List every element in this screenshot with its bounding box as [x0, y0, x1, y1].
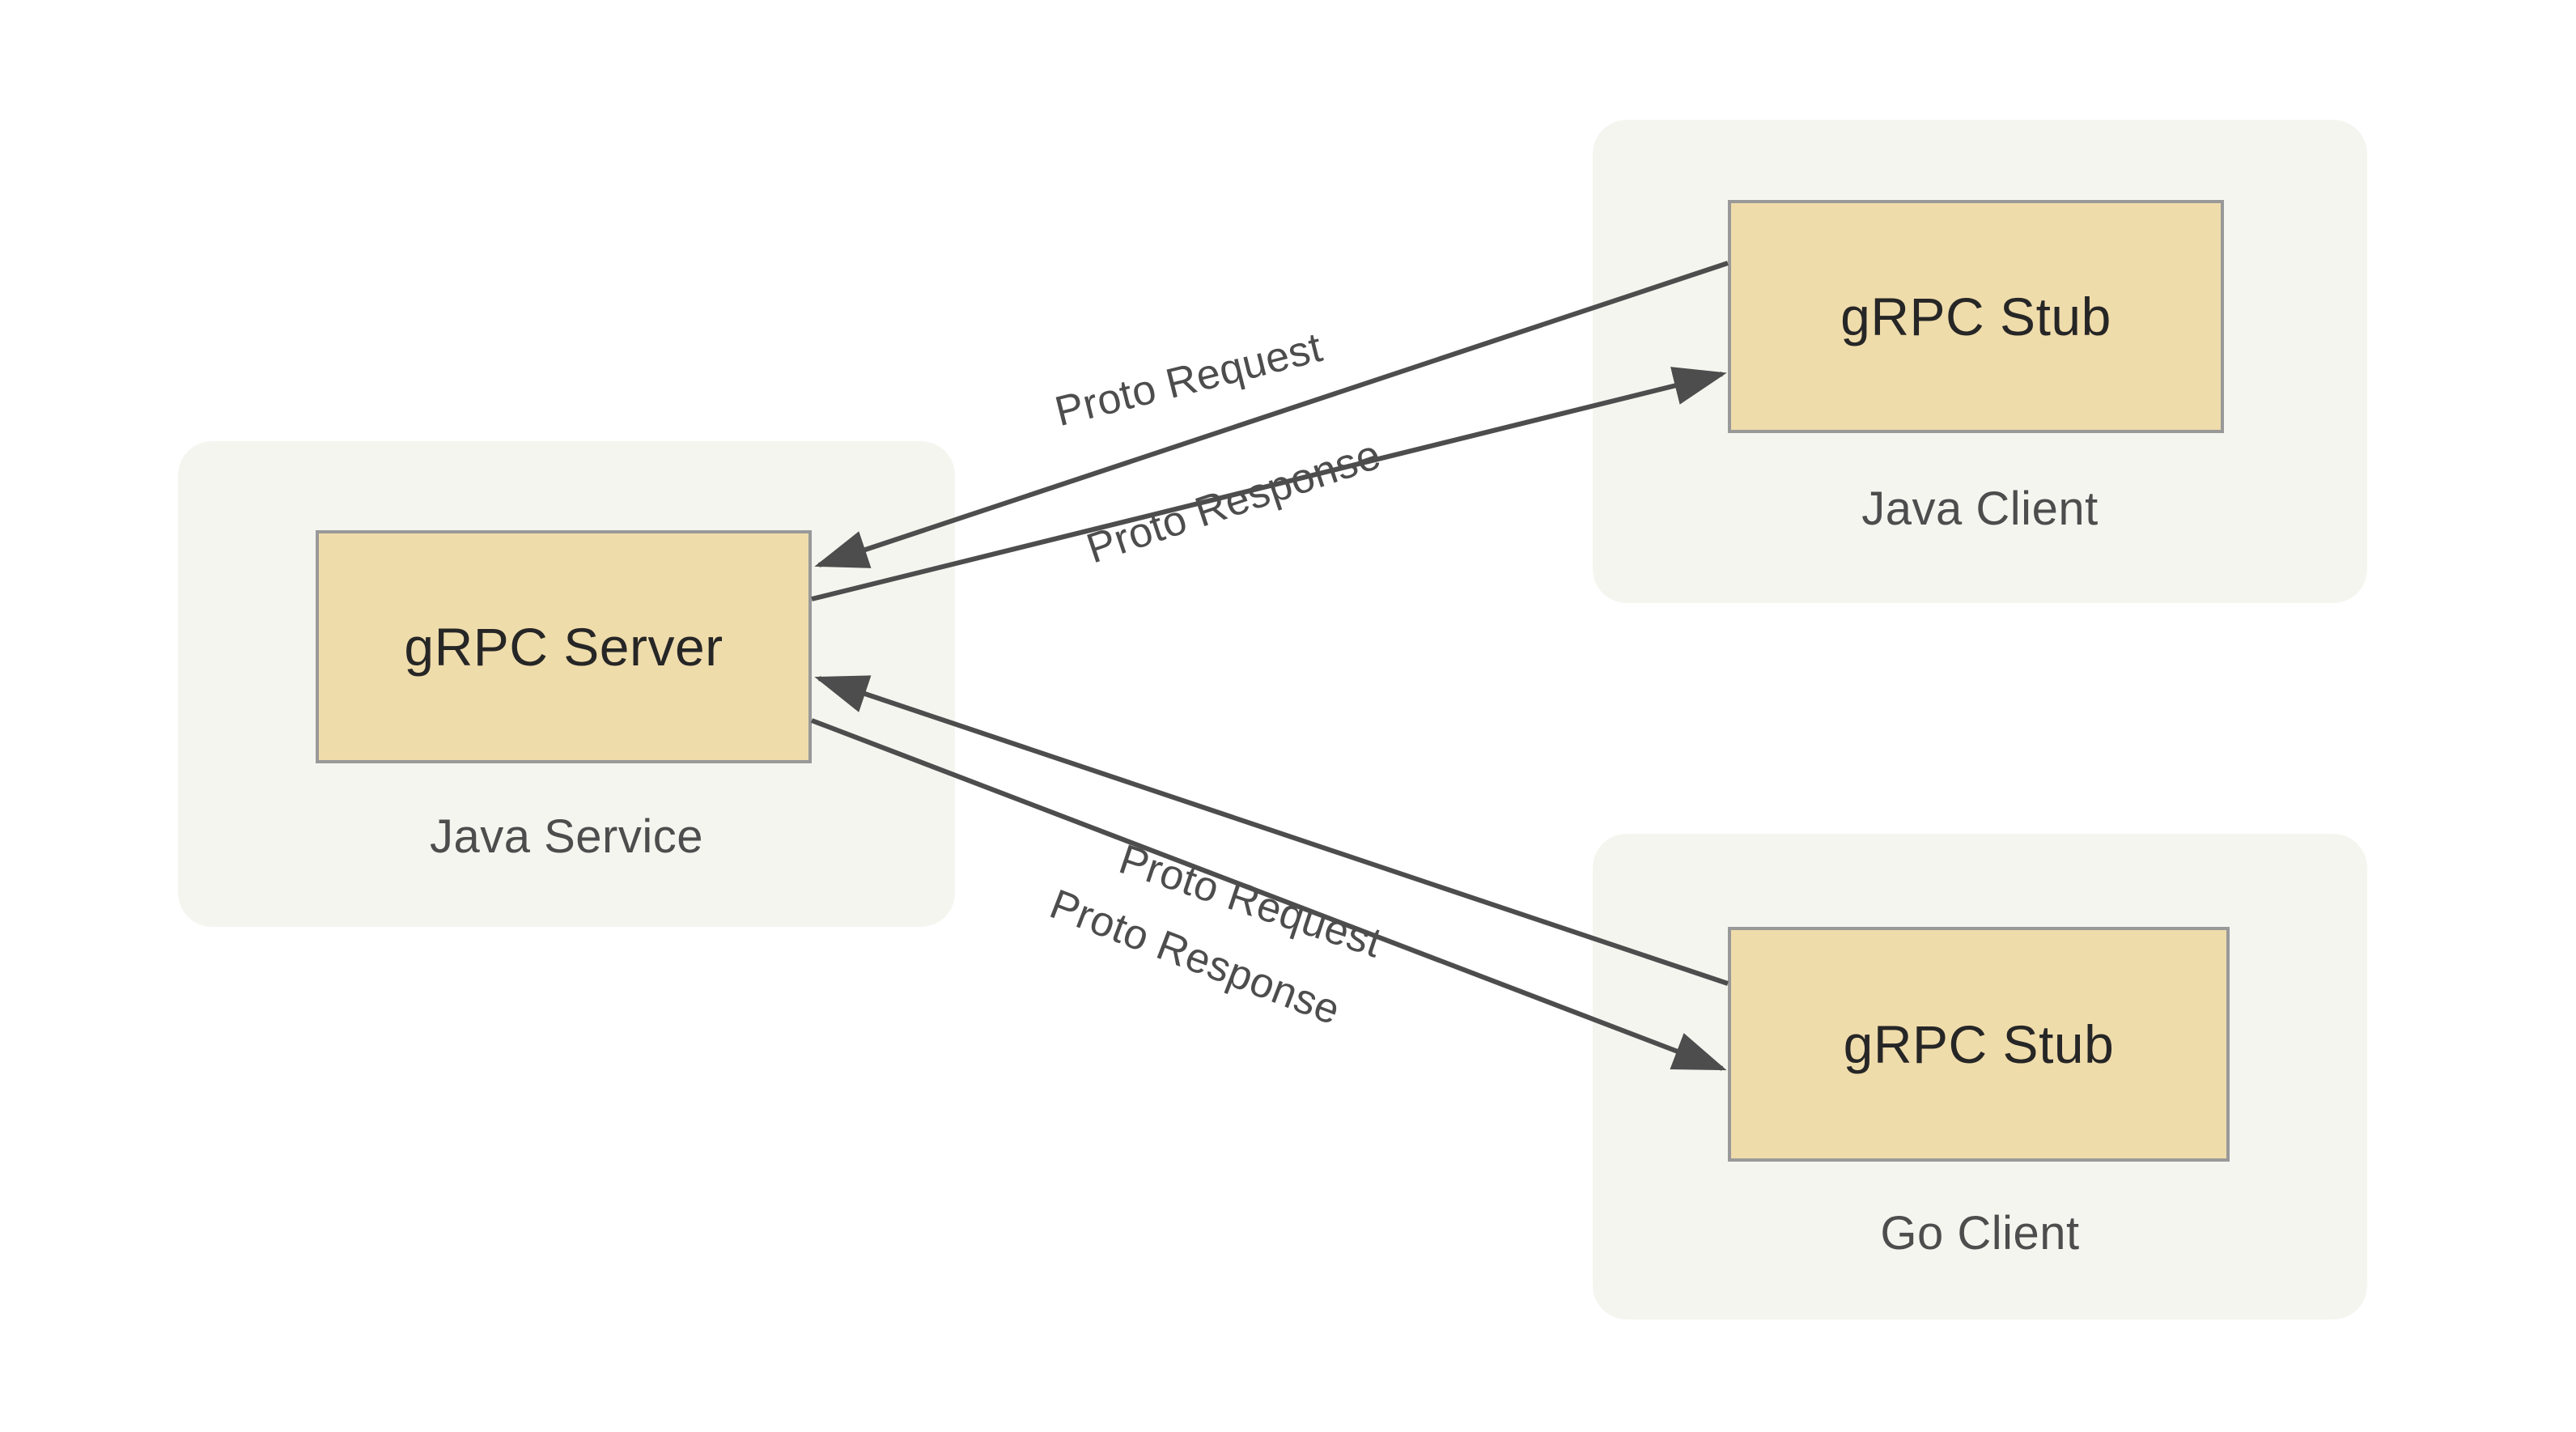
node-grpc-stub-java-label: gRPC Stub: [1840, 287, 2111, 346]
edge-label-java-request: Proto Request: [1050, 324, 1327, 436]
node-grpc-stub-java[interactable]: gRPC Stub: [1728, 200, 2224, 433]
group-java-service-label: Java Service: [429, 810, 704, 863]
node-grpc-server[interactable]: gRPC Server: [316, 530, 812, 763]
edge-java-response-line: [814, 261, 1729, 568]
edge-label-java-response: Proto Response: [1080, 431, 1387, 573]
node-grpc-server-label: gRPC Server: [404, 617, 724, 677]
group-java-client-label: Java Client: [1861, 482, 2099, 535]
node-grpc-stub-go[interactable]: gRPC Stub: [1728, 927, 2230, 1162]
group-go-client-label: Go Client: [1880, 1207, 2080, 1260]
node-grpc-stub-go-label: gRPC Stub: [1843, 1014, 2115, 1074]
edge-go-request-line: [814, 675, 1729, 986]
